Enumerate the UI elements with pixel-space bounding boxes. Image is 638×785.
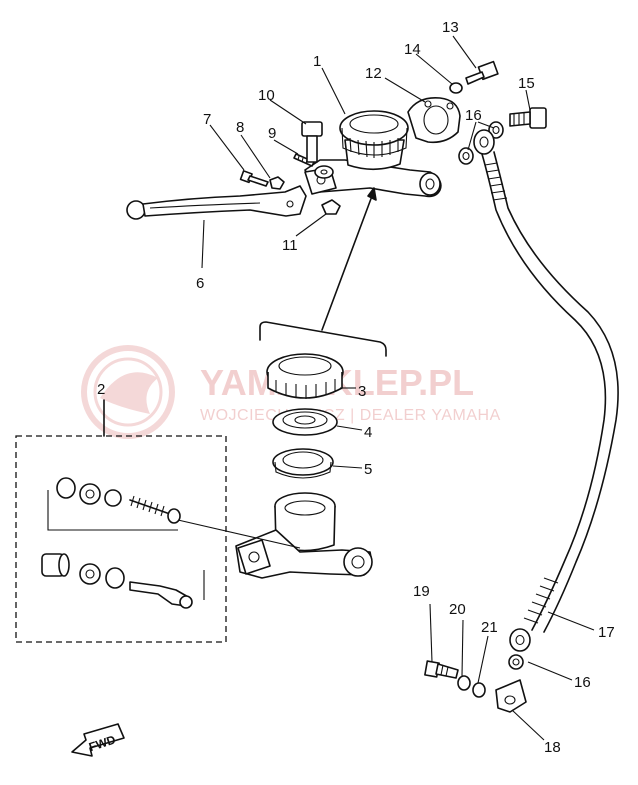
callout-10: 10 xyxy=(258,87,275,104)
reservoir-bolt xyxy=(301,121,323,163)
copper-washer-upper xyxy=(458,121,504,165)
brake-hose xyxy=(473,129,619,652)
callout-4: 4 xyxy=(364,424,372,441)
piston-kit-box xyxy=(15,399,227,643)
watermark-subtitle: WOJCIECHOWICZ | DEALER YAMAHA xyxy=(200,407,501,424)
callout-1: 1 xyxy=(313,53,321,70)
pivot-bolt xyxy=(239,170,269,187)
callout-6: 6 xyxy=(196,275,204,292)
callout-7: 7 xyxy=(203,111,211,128)
callout-5: 5 xyxy=(364,461,372,478)
diaphragm xyxy=(272,448,334,479)
callout-3: 3 xyxy=(358,383,366,400)
lower-bolt xyxy=(424,660,459,679)
washer-ring xyxy=(314,165,334,179)
callout-19: 19 xyxy=(413,583,430,600)
master-cylinder-body xyxy=(235,492,373,579)
callout-20: 20 xyxy=(449,601,466,618)
callout-16-lower: 16 xyxy=(574,674,591,691)
piston-kit-parts xyxy=(41,477,301,609)
callout-9: 9 xyxy=(268,125,276,142)
diaphragm-plate xyxy=(272,408,338,436)
lower-washer xyxy=(457,654,524,698)
callout-14: 14 xyxy=(404,41,421,58)
callout-2: 2 xyxy=(97,381,105,398)
callout-18: 18 xyxy=(544,739,561,756)
callout-12: 12 xyxy=(365,65,382,82)
clamp-washer xyxy=(449,82,463,94)
master-cylinder-assembly xyxy=(304,110,442,198)
callouts: 1 2 3 4 5 6 7 8 9 10 11 12 13 14 15 16 1… xyxy=(97,19,615,756)
lock-nut xyxy=(321,199,341,215)
callout-11: 11 xyxy=(282,237,298,254)
union-bolt xyxy=(509,107,547,129)
callout-8: 8 xyxy=(236,119,244,136)
reservoir-cap xyxy=(266,353,344,399)
callout-15: 15 xyxy=(518,75,535,92)
clamp-bolt xyxy=(465,60,499,85)
leader-lines xyxy=(201,35,595,741)
hose-guide xyxy=(495,679,527,713)
callout-13: 13 xyxy=(442,19,459,36)
washer-small xyxy=(269,176,285,190)
brake-lever xyxy=(126,185,307,220)
forward-direction-arrow-icon: FWD xyxy=(71,723,125,757)
callout-21: 21 xyxy=(481,619,498,636)
callout-17: 17 xyxy=(598,624,615,641)
clamp-bracket xyxy=(407,96,461,144)
callout-16-upper: 16 xyxy=(465,107,482,124)
